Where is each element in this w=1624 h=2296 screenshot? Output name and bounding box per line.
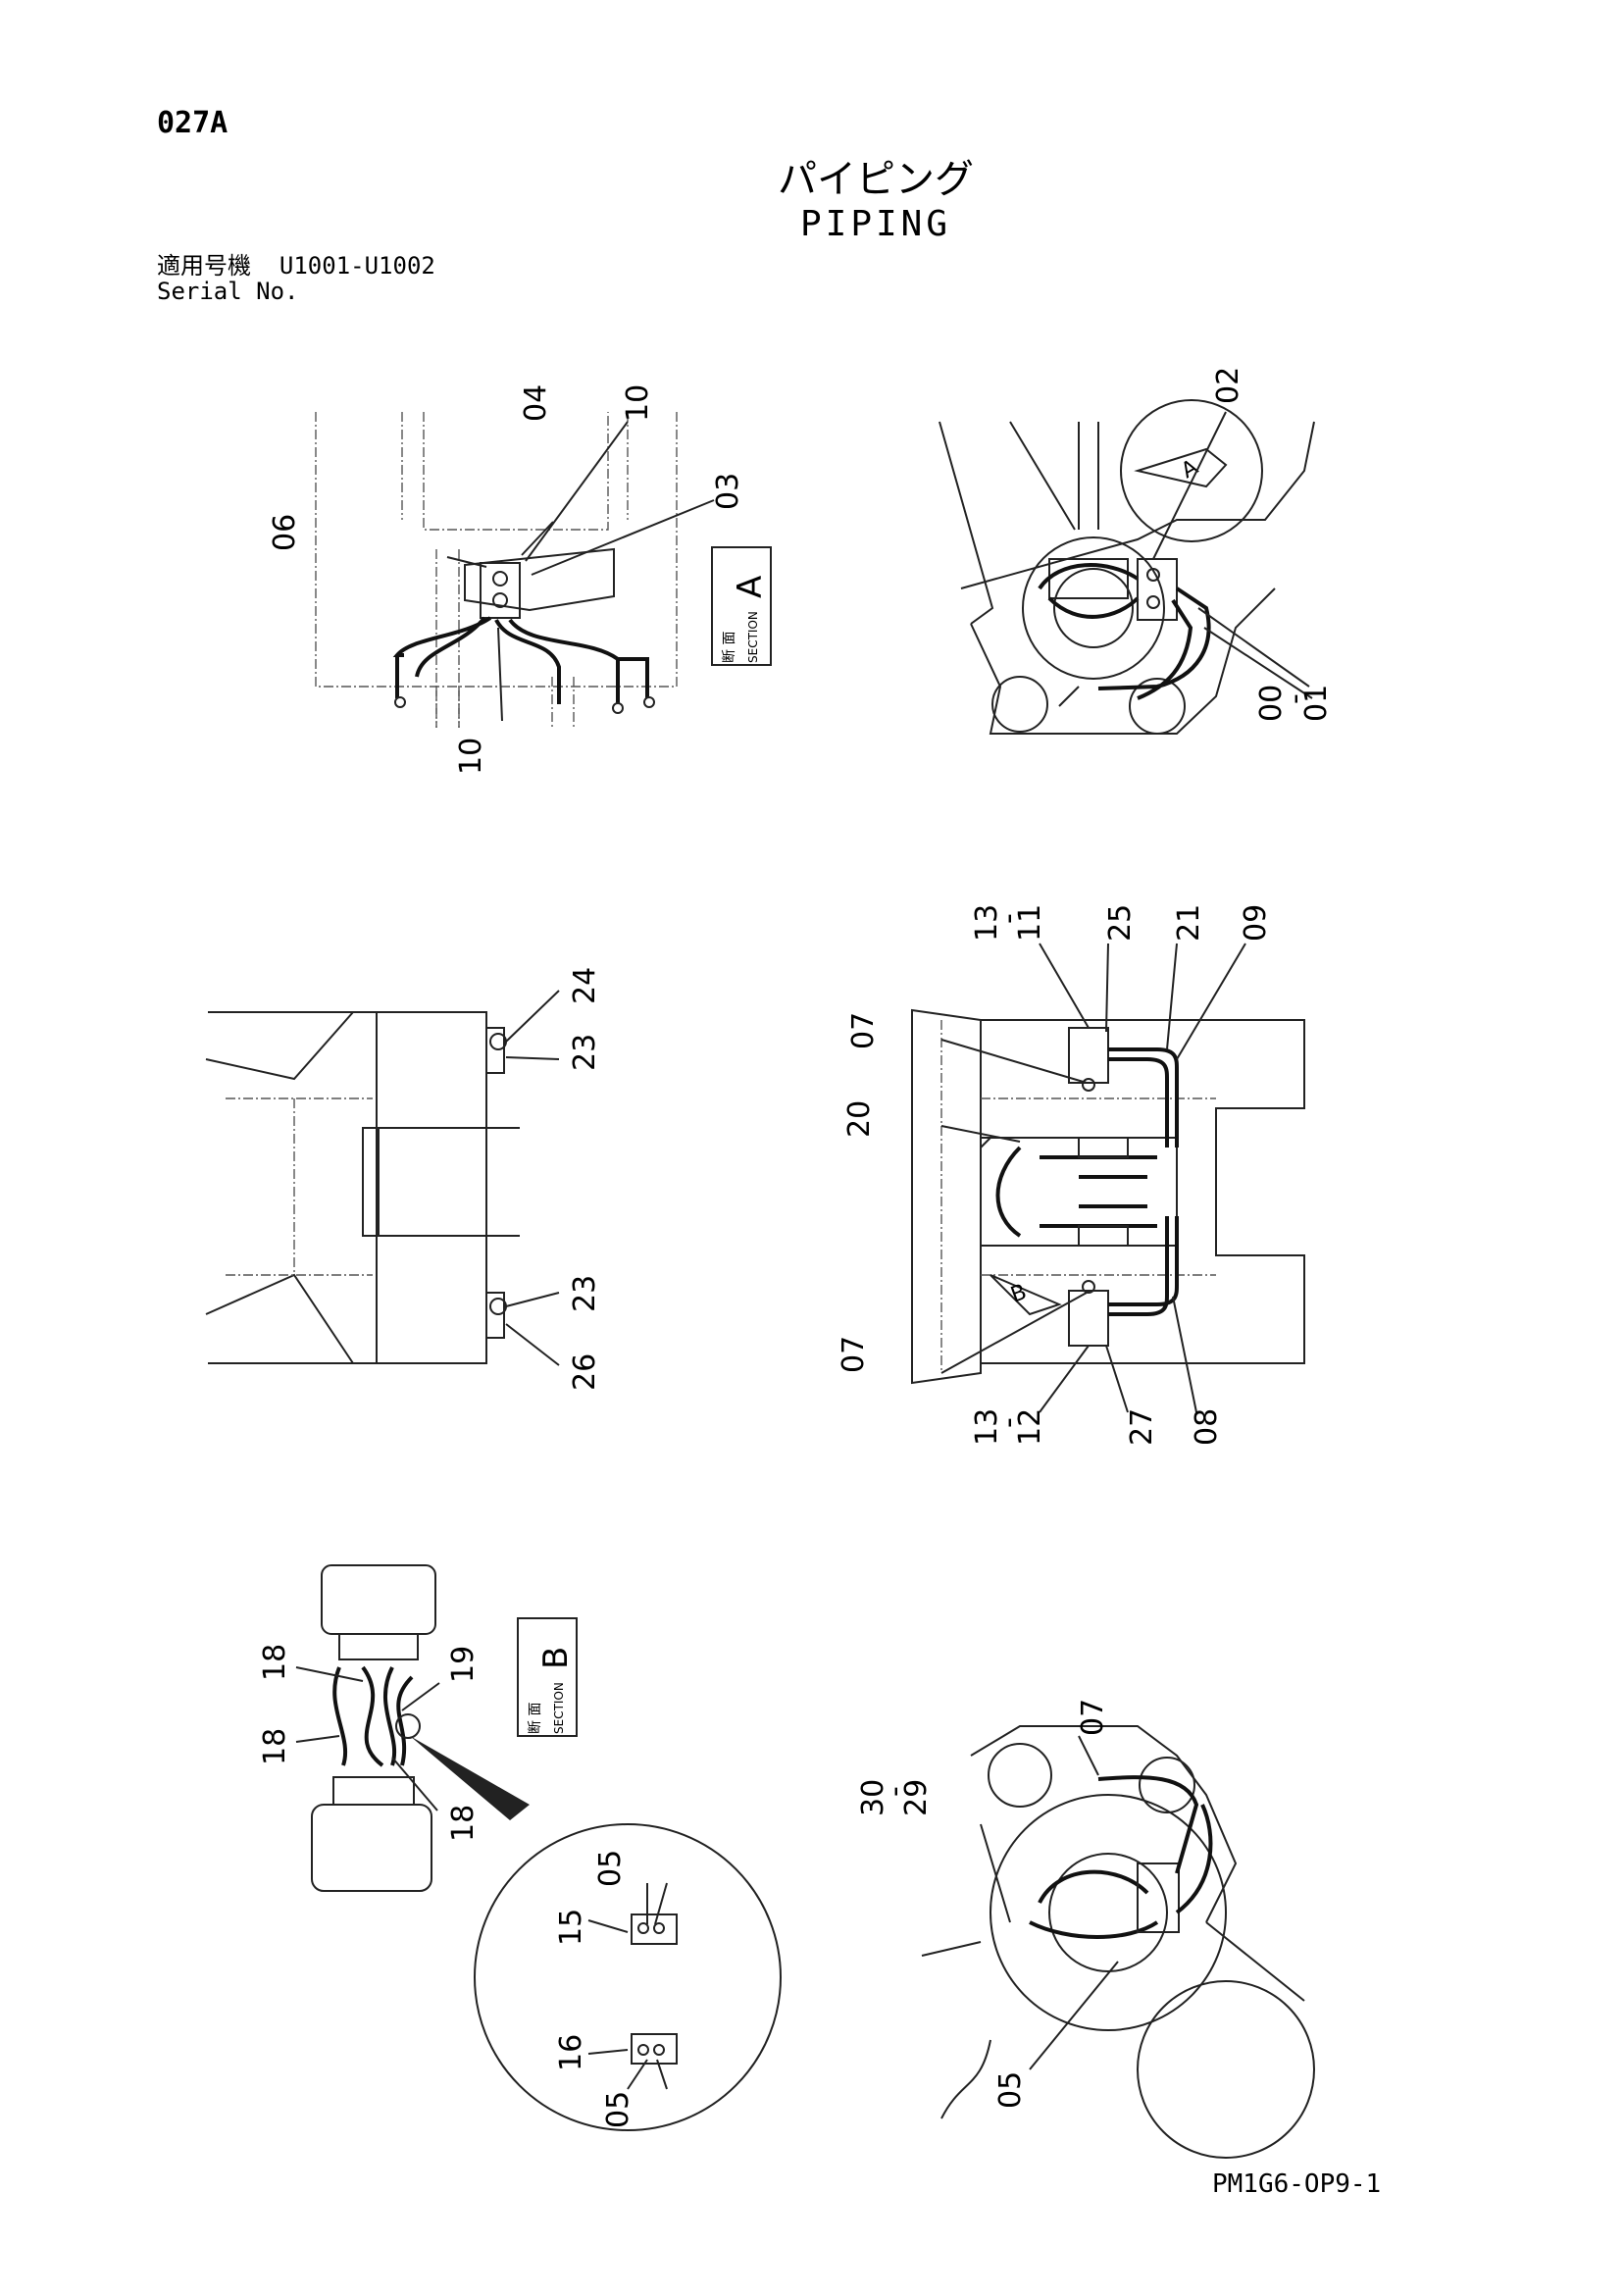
view-lower-frame-piping: B 13 - 11 25 21 09 07 20 07 13 - 12 27 0… (837, 904, 1305, 1446)
callout-27: 27 (1125, 1408, 1159, 1446)
callout-30-29: 30 - 29 (856, 1779, 934, 1816)
svg-text:03: 03 (711, 473, 745, 510)
callout-23-lower: 23 (568, 1275, 602, 1312)
svg-text:B: B (536, 1647, 576, 1669)
view-frame-outline: 24 23 23 26 (205, 967, 602, 1391)
svg-text:00: 00 (1254, 685, 1289, 722)
svg-text:12: 12 (1013, 1408, 1047, 1446)
callout-13-11: 13 - 11 (970, 904, 1047, 942)
callout-05-lower: 05 (601, 2091, 635, 2128)
svg-text:26: 26 (568, 1353, 602, 1391)
svg-text:23: 23 (568, 1034, 602, 1071)
svg-text:05: 05 (593, 1850, 628, 1887)
svg-text:A: A (1178, 455, 1203, 484)
svg-text:SECTION: SECTION (552, 1682, 566, 1734)
svg-text:23: 23 (568, 1275, 602, 1312)
callout-18-lower: 18 (446, 1805, 481, 1842)
svg-text:08: 08 (1190, 1408, 1224, 1446)
svg-text:B: B (1008, 1280, 1031, 1308)
callout-18-mid: 18 (258, 1728, 292, 1765)
view-section-a: 04 10 06 03 10 A 断 面 SECTION (268, 384, 772, 775)
svg-text:-: - (991, 913, 1026, 924)
callout-04: 04 (519, 384, 553, 422)
svg-text:11: 11 (1013, 904, 1047, 942)
callout-21: 21 (1172, 904, 1206, 942)
svg-text:30: 30 (856, 1779, 890, 1816)
callout-05-bottom: 05 (993, 2071, 1028, 2109)
callout-08: 08 (1190, 1408, 1224, 1446)
svg-text:25: 25 (1103, 904, 1138, 942)
valve-block (480, 562, 521, 619)
callout-15: 15 (554, 1909, 588, 1946)
callout-03: 03 (711, 473, 745, 510)
callout-07-lower: 07 (837, 1336, 871, 1373)
svg-text:05: 05 (993, 2071, 1028, 2109)
svg-text:断 面: 断 面 (722, 632, 737, 663)
svg-text:-: - (878, 1786, 912, 1797)
callout-10-lower: 10 (454, 738, 488, 775)
view-swing-bracket-lower: 07 30 - 29 05 (856, 1699, 1315, 2159)
svg-text:27: 27 (1125, 1408, 1159, 1446)
callout-24: 24 (568, 967, 602, 1004)
serial-label-japanese: 適用号機 (157, 252, 251, 280)
svg-text:18: 18 (258, 1728, 292, 1765)
callout-10: 10 (621, 384, 655, 422)
callout-19: 19 (446, 1646, 481, 1683)
svg-text:-: - (991, 1417, 1026, 1428)
page-code: 027A (157, 106, 228, 140)
callout-20: 20 (842, 1100, 877, 1138)
svg-text:01: 01 (1299, 685, 1334, 722)
callout-23: 23 (568, 1034, 602, 1071)
svg-text:断 面: 断 面 (528, 1703, 543, 1734)
callout-16: 16 (554, 2034, 588, 2071)
svg-text:15: 15 (554, 1909, 588, 1946)
svg-text:16: 16 (554, 2034, 588, 2071)
svg-text:29: 29 (899, 1779, 934, 1816)
section-a-label: A 断 面 SECTION (711, 546, 772, 666)
svg-text:SECTION: SECTION (746, 611, 760, 663)
svg-text:06: 06 (268, 514, 302, 551)
callout-06: 06 (268, 514, 302, 551)
serial-range: U1001-U1002 (279, 252, 435, 280)
valve-block-upper (1068, 1027, 1109, 1084)
svg-text:-: - (1278, 693, 1312, 704)
svg-text:A: A (731, 576, 770, 598)
page-title: PIPING (799, 204, 952, 244)
svg-text:07: 07 (1076, 1699, 1110, 1736)
svg-text:02: 02 (1211, 367, 1245, 404)
callout-00-01: 00 - 01 (1254, 685, 1334, 722)
callout-25: 25 (1103, 904, 1138, 942)
svg-text:05: 05 (601, 2091, 635, 2128)
svg-text:13: 13 (970, 1408, 1004, 1446)
callout-13-12: 13 - 12 (970, 1408, 1047, 1446)
svg-text:07: 07 (837, 1336, 871, 1373)
svg-text:21: 21 (1172, 904, 1206, 942)
callout-07-bottom: 07 (1076, 1699, 1110, 1736)
svg-text:07: 07 (846, 1012, 881, 1049)
svg-text:18: 18 (258, 1644, 292, 1681)
svg-text:19: 19 (446, 1646, 481, 1683)
serial-label: Serial No. (157, 278, 299, 305)
view-section-b: 18 19 18 18 05 15 16 05 B 断 面 SECTION (258, 1564, 782, 2131)
svg-text:13: 13 (970, 904, 1004, 942)
serial-number-block: 適用号機 U1001-U1002 Serial No. (157, 253, 435, 304)
svg-text:04: 04 (519, 384, 553, 422)
drawing-code: PM1G6-OP9-1 (1212, 2169, 1382, 2199)
callout-09: 09 (1239, 904, 1273, 942)
callout-18: 18 (258, 1644, 292, 1681)
callout-05: 05 (593, 1850, 628, 1887)
view-swing-bracket: A 02 00 - 01 (939, 367, 1334, 735)
svg-text:10: 10 (454, 738, 488, 775)
svg-text:24: 24 (568, 967, 602, 1004)
page-title-japanese: パイピング (778, 157, 974, 202)
callout-26: 26 (568, 1353, 602, 1391)
svg-text:10: 10 (621, 384, 655, 422)
svg-text:20: 20 (842, 1100, 877, 1138)
svg-text:09: 09 (1239, 904, 1273, 942)
callout-07: 07 (846, 1012, 881, 1049)
section-b-label: B 断 面 SECTION (517, 1617, 578, 1737)
callout-02: 02 (1211, 367, 1245, 404)
svg-text:18: 18 (446, 1805, 481, 1842)
